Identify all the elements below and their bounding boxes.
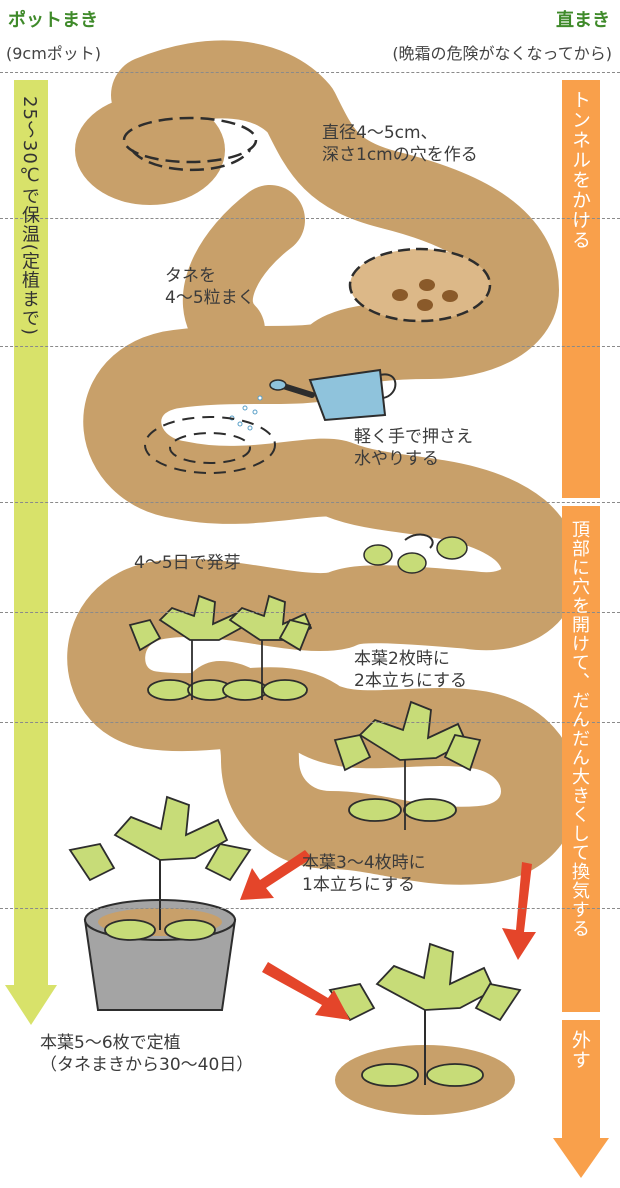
right-bar-label-ventilate: 頂部に穴を開けて、だんだん大きくして換気する [569, 520, 590, 938]
row-divider [0, 502, 620, 503]
hole-dashed-outline [122, 116, 258, 172]
left-header-title: ポットまき [8, 10, 98, 31]
right-bar-label-tunnel: トンネルをかける [569, 90, 591, 250]
step-germinate: 4〜5日で発芽 [134, 553, 241, 573]
single-seedling [333, 700, 482, 830]
pot-with-plant [68, 795, 252, 1011]
arrow-to-pot [240, 850, 312, 900]
row-divider [0, 218, 620, 219]
arrow-to-field-right [502, 862, 536, 960]
left-bar-label: 25〜30℃で保温(定植まで) [19, 96, 40, 336]
two-seedlings [128, 594, 313, 701]
arrow-to-field-left [262, 962, 350, 1020]
row-divider [0, 908, 620, 909]
right-header-subtitle: (晩霜の危険がなくなってから) [392, 44, 612, 63]
transplanted-plant [328, 942, 522, 1115]
step-thin-two: 本葉2枚時に 2本立ちにする [354, 649, 467, 691]
right-tunnel-bars [553, 80, 609, 1178]
row-divider [0, 346, 620, 347]
row-divider [0, 72, 620, 73]
hole-with-seeds [348, 247, 492, 323]
step-sow-seeds: タネを 4〜5粒まく [165, 266, 255, 308]
step-dig-hole: 直径4〜5cm、 深さ1cmの穴を作る [322, 123, 478, 165]
watering-can-icon [229, 368, 397, 431]
red-arrows [240, 850, 536, 1020]
left-header-subtitle: (9cmポット) [6, 44, 102, 63]
pressed-soil-ring [144, 416, 276, 474]
left-temperature-bar [5, 80, 57, 1025]
sprouts [363, 533, 468, 574]
row-divider [0, 612, 620, 613]
step-water: 軽く手で押さえ 水やりする [354, 427, 473, 469]
soil-path [67, 40, 580, 885]
step-transplant: 本葉5〜6枚で定植 （タネまきから30〜40日） [40, 1033, 254, 1075]
right-bar-label-remove: 外す [569, 1030, 591, 1070]
row-divider [0, 722, 620, 723]
right-header-title: 直まき [556, 10, 610, 31]
step-thin-one: 本葉3〜4枚時に 1本立ちにする [302, 853, 426, 895]
